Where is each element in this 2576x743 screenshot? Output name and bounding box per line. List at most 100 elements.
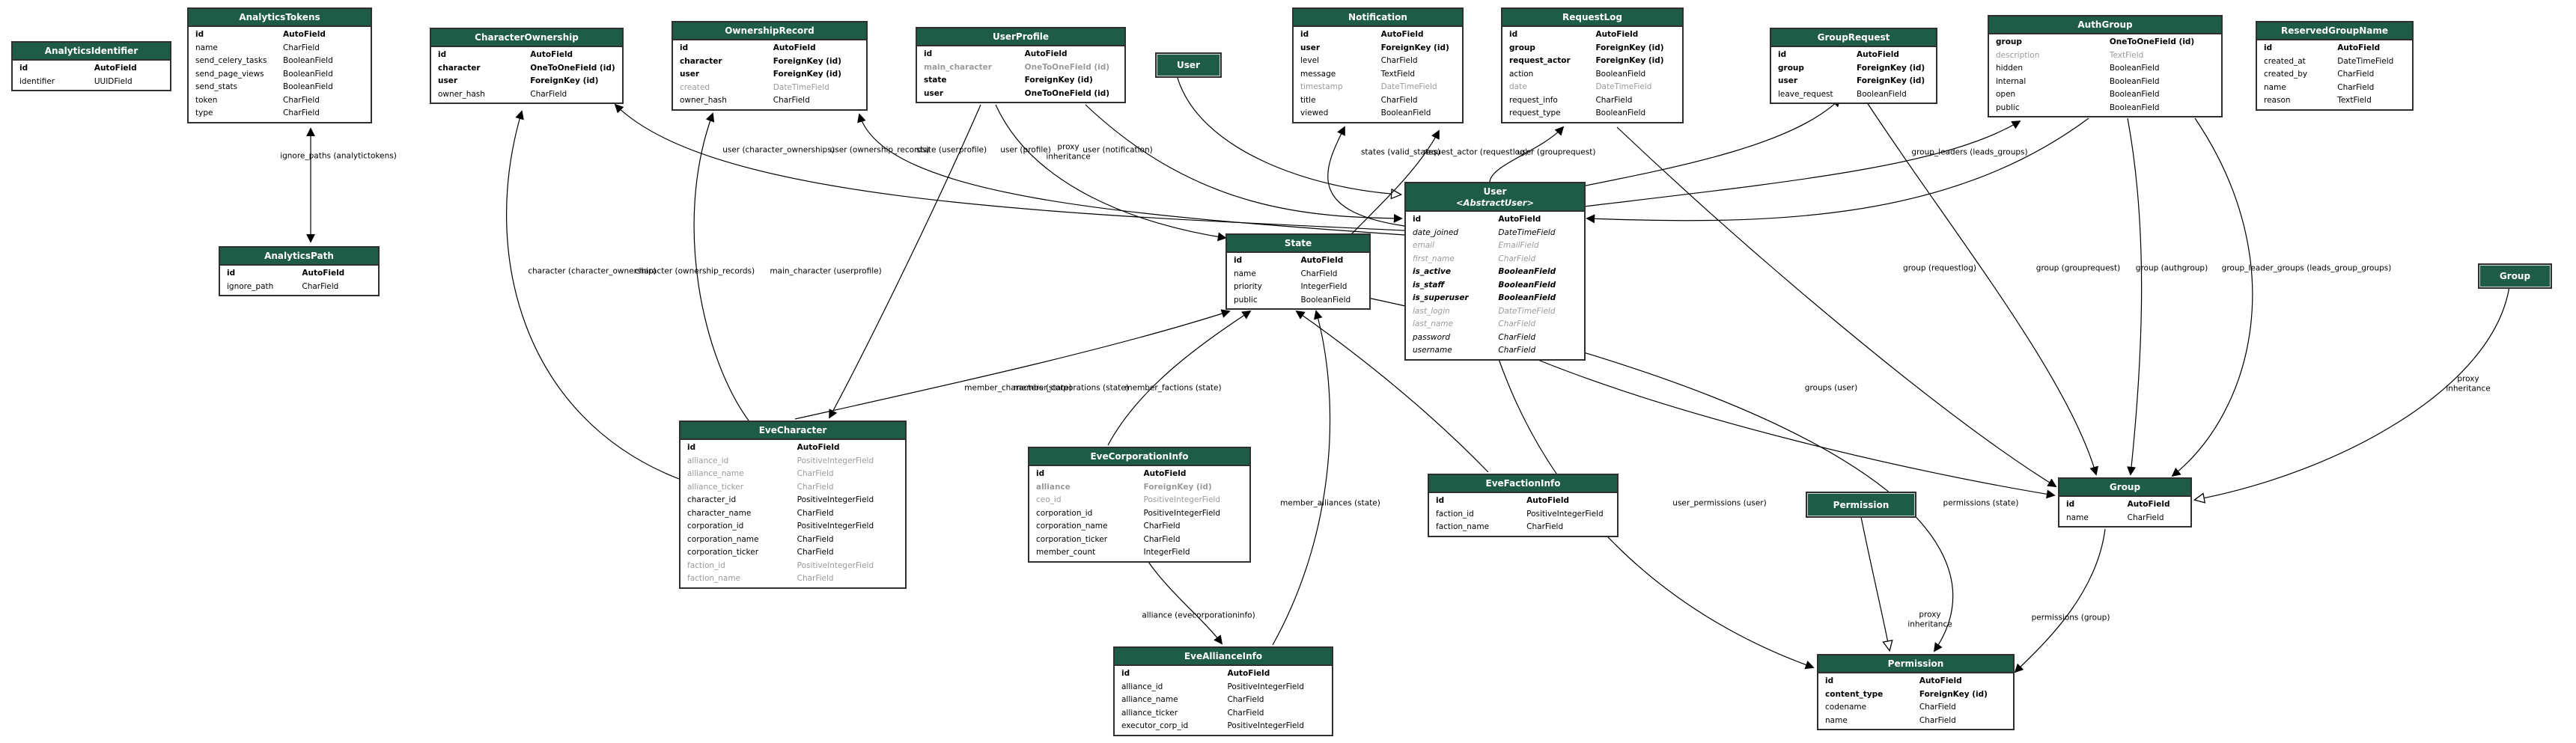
field-name: identifier <box>19 76 55 86</box>
field-name: alliance_ticker <box>687 482 744 492</box>
field-type: CharField <box>283 43 320 52</box>
field-name: corporation_id <box>687 522 744 531</box>
edge-label-character-character-ownership: character (character_ownership) <box>528 266 657 276</box>
field-name: group <box>1996 37 2022 46</box>
field-type: CharField <box>1498 319 1536 329</box>
field-type: BooleanField <box>1595 108 1646 117</box>
field-type: ForeignKey (id) <box>1595 56 1664 65</box>
field-type: CharField <box>1300 269 1338 278</box>
field-name: id <box>1300 30 1309 39</box>
entity-title: GroupRequest <box>1771 29 1936 47</box>
field-type: CharField <box>1227 708 1264 718</box>
field-name: request_info <box>1509 95 1558 105</box>
field-type: AutoField <box>773 43 816 52</box>
field-name: character <box>680 56 722 66</box>
field-name: email <box>1413 241 1434 251</box>
field-name: created_at <box>2264 56 2306 66</box>
entity-title: EveFactionInfo <box>1429 475 1617 493</box>
field-type: ForeignKey (id) <box>530 76 599 85</box>
proxy-title: User <box>1177 60 1200 70</box>
field-name: ignore_path <box>227 281 274 291</box>
field-name: date <box>1509 82 1527 91</box>
field-type: ForeignKey (id) <box>1380 43 1449 52</box>
field-type: CharField <box>1919 715 1956 725</box>
field-name: title <box>1300 95 1316 105</box>
field-type: BooleanField <box>2109 76 2160 86</box>
field-type: CharField <box>773 96 810 105</box>
field-name: id <box>227 269 236 278</box>
edge-label-member-alliances-state: member_alliances (state) <box>1280 498 1380 508</box>
field-type: PositiveIntegerField <box>1526 509 1604 519</box>
field-type: CharField <box>1498 254 1536 263</box>
field-name: faction_id <box>687 560 725 570</box>
field-name: main_character <box>924 62 992 72</box>
field-name: is_staff <box>1413 280 1445 290</box>
field-name: reason <box>2264 96 2291 105</box>
proxy-title: Permission <box>1833 499 1890 510</box>
field-type: BooleanField <box>2109 64 2160 73</box>
proxy-box-group: Group <box>2478 263 2552 289</box>
field-type: PositiveIntegerField <box>1143 495 1220 504</box>
field-type: CharField <box>1227 695 1264 704</box>
field-name: description <box>1996 50 2040 60</box>
field-type: ForeignKey (id) <box>1857 76 1925 85</box>
edge-label-main-character-userprofile: main_character (userprofile) <box>770 266 882 276</box>
field-name: character_id <box>687 495 737 504</box>
field-name: leave_request <box>1778 89 1833 99</box>
field-type: AutoField <box>1526 496 1569 505</box>
field-type: AutoField <box>283 30 326 39</box>
edge-label-proxy-inheritance-user: proxy inheritance <box>1046 142 1091 161</box>
field-type: BooleanField <box>1498 267 1556 277</box>
field-type: ForeignKey (id) <box>1024 76 1093 85</box>
field-type: TextField <box>2337 96 2372 105</box>
field-type: ForeignKey (id) <box>1143 482 1212 492</box>
field-name: user <box>924 88 944 98</box>
field-type: AutoField <box>530 50 573 59</box>
field-type: AutoField <box>2337 43 2381 52</box>
field-type: BooleanField <box>2109 103 2160 112</box>
field-row: leave_request BooleanField <box>1771 88 1936 102</box>
field-name: id <box>680 43 689 52</box>
entity-title: AuthGroup <box>1989 16 2221 34</box>
field-type: DateTimeField <box>2337 56 2394 66</box>
field-type: BooleanField <box>1857 89 1907 99</box>
field-name: owner_hash <box>680 96 727 105</box>
field-name: character_name <box>687 508 752 518</box>
field-type: BooleanField <box>283 69 333 79</box>
field-name: state <box>924 76 947 85</box>
field-name: id <box>1509 30 1518 39</box>
entity-title: Permission <box>1818 655 2013 673</box>
field-type: PositiveIntegerField <box>1143 508 1220 518</box>
